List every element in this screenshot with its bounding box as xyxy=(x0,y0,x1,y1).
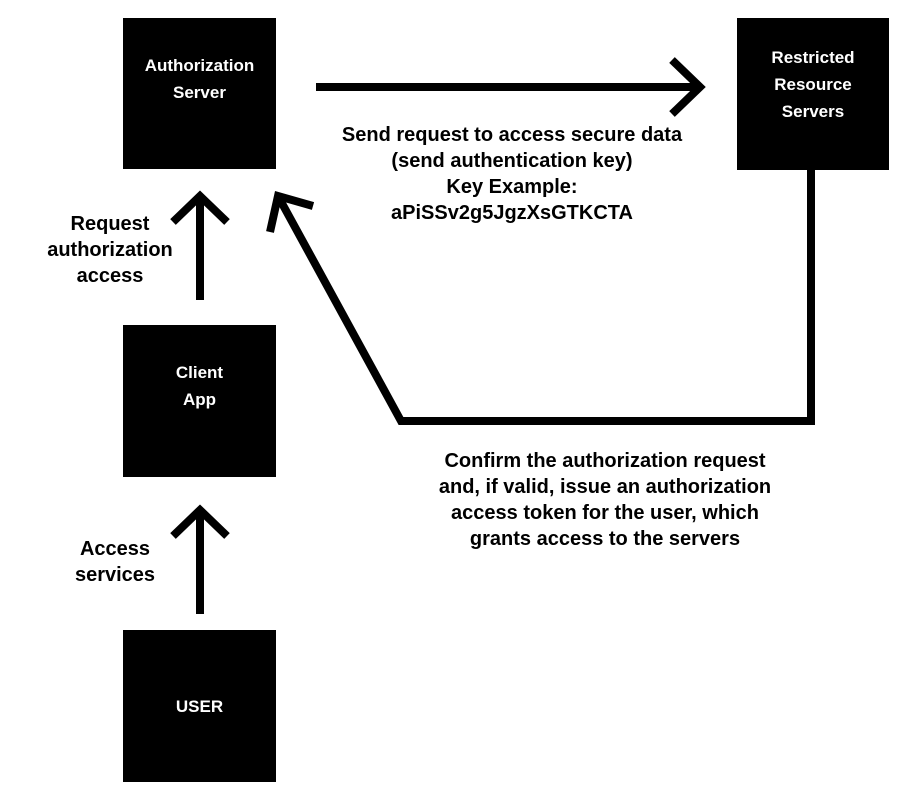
arrowhead-auth-to-resource xyxy=(669,57,706,117)
arrowhead-user-to-client xyxy=(170,504,230,539)
confirm-authorization-label: Confirm the authorization request and, i… xyxy=(438,450,772,550)
client-app-node: Client App xyxy=(123,325,276,477)
arrow-resource-to-auth xyxy=(274,170,815,425)
access-services-label: Access services xyxy=(74,538,156,586)
send-request-label: Send request to access secure data (send… xyxy=(341,124,683,224)
request-authorization-access-label: Request authorization access xyxy=(47,213,173,287)
restricted-resource-servers-node: Restricted Resource Servers xyxy=(737,18,889,170)
arrowhead-resource-to-auth xyxy=(266,190,315,233)
arrowhead-client-to-auth xyxy=(170,190,230,225)
user-node: USER xyxy=(123,630,276,782)
authorization-server-node: Authorization Server xyxy=(123,18,276,169)
